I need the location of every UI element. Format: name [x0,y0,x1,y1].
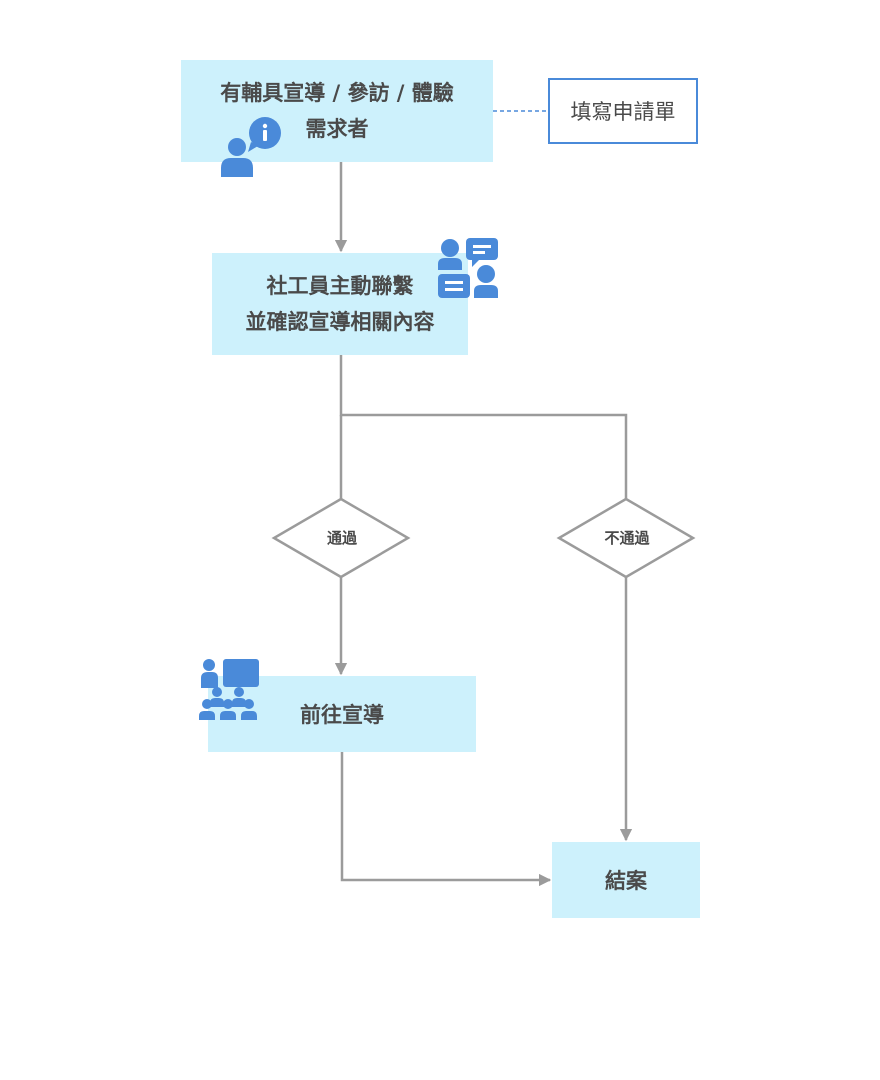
decision-pass-label: 通過 [326,529,357,547]
node-close-case: 結案 [552,842,700,918]
node-social-line2: 並確認宣導相關內容 [245,310,435,334]
person-info-icon [221,117,281,177]
node-demand: 有輔具宣導 / 參訪 / 體驗 需求者 [181,60,493,162]
people-chat-icon [438,238,498,298]
node-demand-line1: 有輔具宣導 / 參訪 / 體驗 [220,81,454,105]
presentation-audience-icon [199,659,259,720]
arrow-go-to-close [340,752,552,887]
node-social-line1: 社工員主動聯繫 [266,274,414,298]
branch-connector [339,355,628,499]
node-demand-line2: 需求者 [305,117,369,141]
node-form: 填寫申請單 [548,78,698,144]
decision-fail-label: 不通過 [604,529,650,547]
node-go-label: 前往宣導 [300,703,384,727]
node-form-label: 填寫申請單 [570,100,676,124]
node-social-worker: 社工員主動聯繫 並確認宣導相關內容 [212,253,468,355]
node-close-label: 結案 [605,869,647,893]
